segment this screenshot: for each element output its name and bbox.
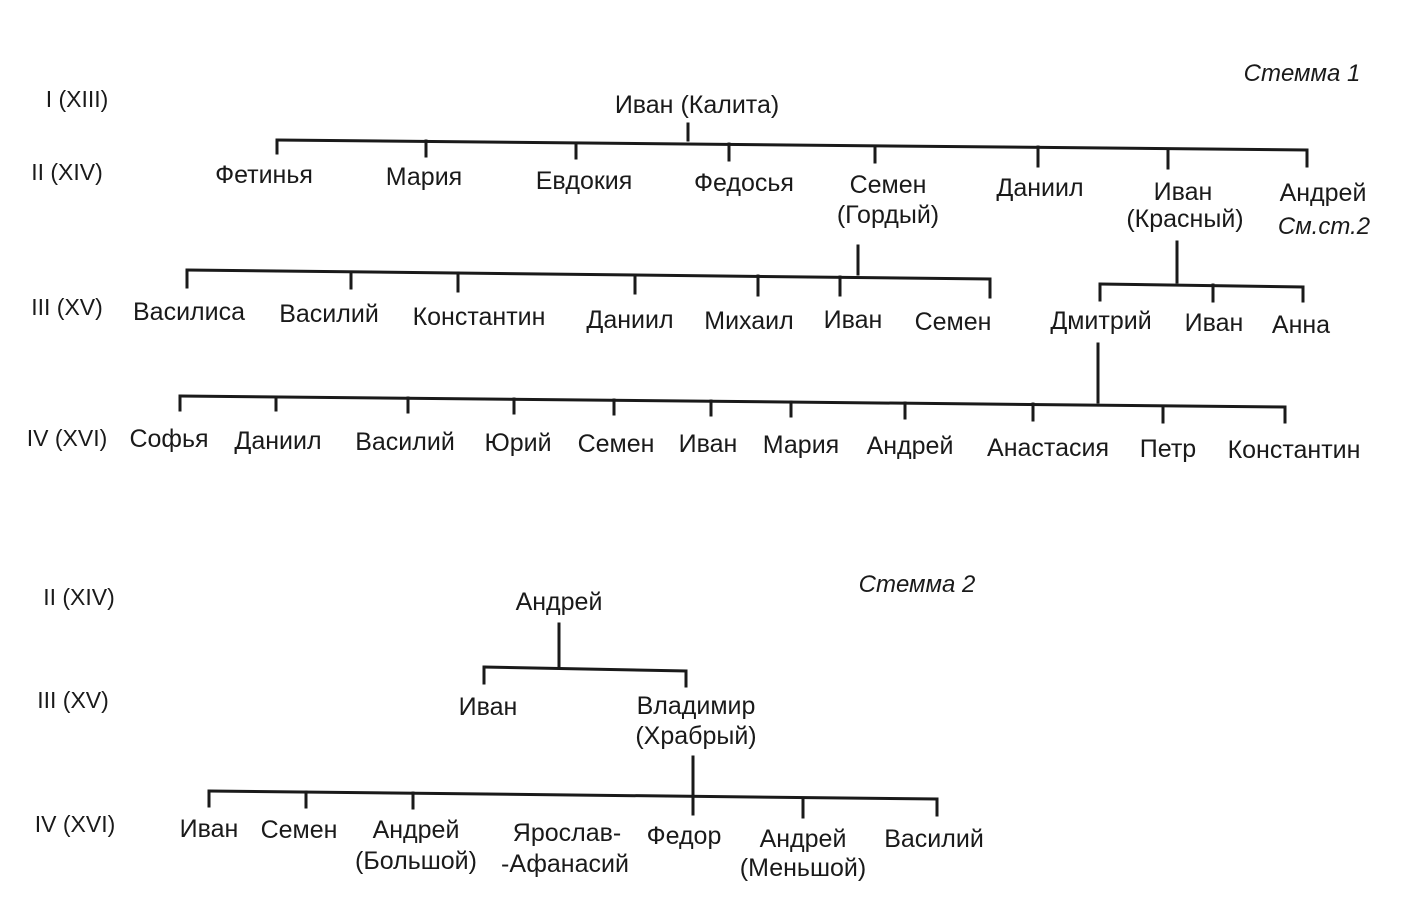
cross-reference-stemma-2: См.ст.2 bbox=[1278, 213, 1370, 240]
person-vasily: Василий bbox=[355, 428, 455, 456]
person-andrey: Андрей bbox=[1280, 179, 1367, 207]
person-anastasia: Анастасия bbox=[987, 434, 1109, 462]
person-andrey: Андрей bbox=[867, 432, 954, 460]
connector-vladimir-children bbox=[207, 755, 939, 819]
person-mikhail: Михаил bbox=[704, 307, 793, 335]
person-root-andrey: Андрей bbox=[516, 588, 603, 616]
person-ivan: Иван bbox=[180, 815, 239, 843]
person-semen: Семен bbox=[578, 430, 655, 458]
person-yaroslav-afanasy-second-line: -Афанасий bbox=[501, 850, 629, 878]
person-semen-epithet: (Гордый) bbox=[837, 201, 939, 229]
generation-label: II (XIV) bbox=[43, 584, 115, 610]
person-semen: Семен bbox=[915, 308, 992, 336]
person-konstantin: Константин bbox=[1228, 436, 1361, 464]
person-daniil: Даниил bbox=[586, 306, 673, 334]
stemma-2: Стемма 2 II (XIV) III (XV) IV (XVI) Андр… bbox=[35, 571, 984, 882]
person-petr: Петр bbox=[1140, 435, 1196, 463]
person-dmitry: Дмитрий bbox=[1050, 307, 1151, 335]
connector-ivan-children bbox=[1098, 240, 1305, 303]
person-yaroslav-afanasy: Ярослав- bbox=[513, 819, 621, 847]
person-vasily: Василий bbox=[279, 300, 379, 328]
person-maria: Мария bbox=[386, 163, 462, 191]
connector-dmitry-children bbox=[178, 342, 1287, 424]
person-daniil: Даниил bbox=[234, 427, 321, 455]
stemma-2-title: Стемма 2 bbox=[859, 571, 976, 598]
person-fedor: Федор bbox=[647, 822, 722, 850]
person-ivan: Иван bbox=[1154, 178, 1213, 206]
person-ivan: Иван bbox=[1185, 309, 1244, 337]
person-andrey-bolshoy: Андрей bbox=[373, 816, 460, 844]
person-fetinya: Фетинья bbox=[215, 161, 313, 189]
person-root-ivan-kalita: Иван (Калита) bbox=[615, 91, 779, 119]
generation-label: I (XIII) bbox=[46, 86, 109, 112]
person-vasilisa: Василиса bbox=[133, 298, 245, 326]
connector-andrey-children bbox=[482, 622, 688, 688]
generation-label: III (XV) bbox=[31, 294, 103, 320]
person-maria: Мария bbox=[763, 431, 839, 459]
generation-label: III (XV) bbox=[37, 687, 109, 713]
person-vladimir: Владимир bbox=[637, 692, 756, 720]
stemma-1: Стемма 1 I (XIII) II (XIV) III (XV) IV (… bbox=[27, 60, 1370, 464]
connector-semen-children bbox=[185, 244, 992, 299]
person-ivan: Иван bbox=[824, 306, 883, 334]
connector-gen1-gen2 bbox=[275, 122, 1309, 170]
person-ivan-epithet: (Красный) bbox=[1126, 205, 1243, 233]
person-semen: Семен bbox=[850, 171, 927, 199]
person-anna: Анна bbox=[1272, 311, 1330, 339]
person-vladimir-epithet: (Храбрый) bbox=[635, 722, 756, 750]
person-ivan: Иван bbox=[679, 430, 738, 458]
person-fedosya: Федосья bbox=[694, 169, 794, 197]
person-daniil: Даниил bbox=[996, 174, 1083, 202]
generation-label: IV (XVI) bbox=[35, 811, 116, 837]
person-vasily: Василий bbox=[884, 825, 984, 853]
person-andrey-menshoy: Андрей bbox=[760, 825, 847, 853]
person-sofya: Софья bbox=[129, 425, 208, 453]
generation-label: IV (XVI) bbox=[27, 425, 108, 451]
person-andrey-bolshoy-epithet: (Большой) bbox=[355, 847, 477, 875]
person-semen: Семен bbox=[261, 816, 338, 844]
person-konstantin: Константин bbox=[413, 303, 546, 331]
stemma-1-title: Стемма 1 bbox=[1244, 60, 1361, 87]
person-evdokia: Евдокия bbox=[536, 167, 633, 195]
person-ivan: Иван bbox=[459, 693, 518, 721]
person-yury: Юрий bbox=[484, 429, 551, 457]
generation-label: II (XIV) bbox=[31, 159, 103, 185]
person-andrey-menshoy-epithet: (Меньшой) bbox=[740, 854, 866, 882]
